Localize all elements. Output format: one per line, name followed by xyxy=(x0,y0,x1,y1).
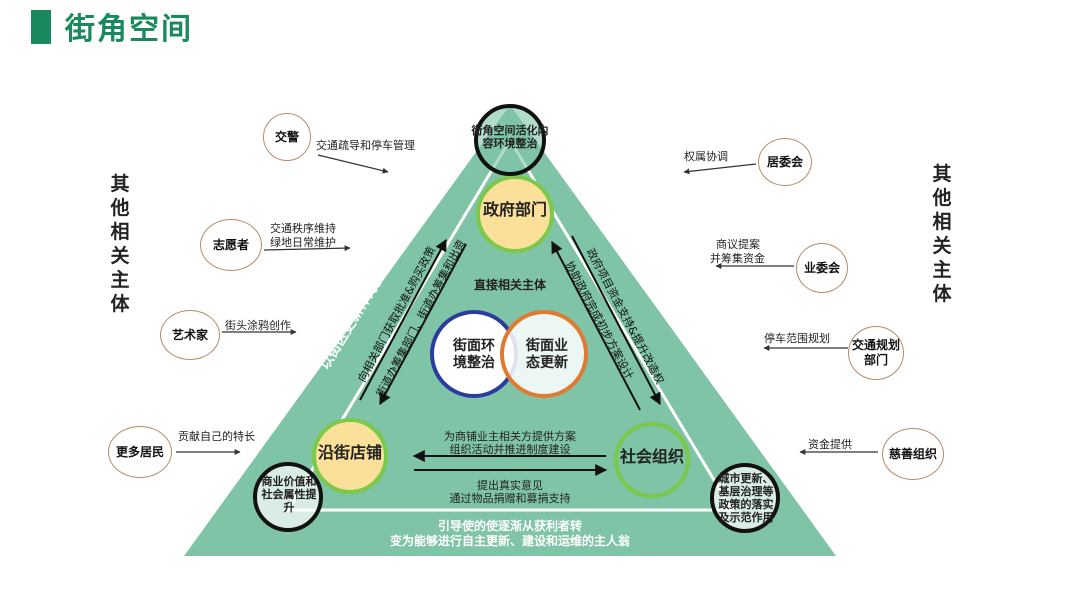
apex-node xyxy=(474,104,546,176)
bottom-edge-text-2: 变为能够进行自主更新、建设和运维的主人翁 xyxy=(389,534,630,548)
ext-note-owners-committee-1: 商议提案 xyxy=(716,238,760,251)
label-social-shop-1: 提出真实意见 xyxy=(477,479,543,492)
triangle-inner-border xyxy=(285,137,735,512)
ext-node-traffic-planning: 交通规划部门 xyxy=(848,326,904,380)
center-label: 直接相关主体 xyxy=(473,278,546,292)
arrow-gov-shop-1 xyxy=(359,238,447,401)
ext-note-volunteer-2: 绿地日常维护 xyxy=(270,236,336,249)
biz-node xyxy=(500,310,588,398)
label-social-shop-2: 通过物品捐赠和募捐支持 xyxy=(449,492,571,505)
ext-note-traffic-planning: 停车范围规划 xyxy=(764,332,830,345)
bottom-right-text: 城市更新、基层治理等政策的落实及示范作用 xyxy=(718,472,774,524)
ext-note-artist: 街头涂鸦创作 xyxy=(225,319,291,332)
bottom-left-node xyxy=(253,462,323,532)
label-shop-social-1: 为商铺业主相关方提供方案 xyxy=(444,430,576,443)
env-label: 街面环境整治 xyxy=(453,338,495,371)
arrow-gov-social-2 xyxy=(551,240,641,411)
gov-node xyxy=(476,175,554,253)
biz-label: 街面业态更新 xyxy=(526,338,568,371)
bottom-right-node xyxy=(710,463,780,533)
ext-note-volunteer-1: 交通秩序维持 xyxy=(270,222,336,235)
ext-node-owners-committee: 业委会 xyxy=(796,243,848,293)
ext-note-traffic-police: 交通疏导和停车管理 xyxy=(316,139,415,152)
ext-node-charity: 慈善组织 xyxy=(882,428,944,480)
bottom-edge-text-1: 引导使的使逐渐从获利者转 xyxy=(437,519,582,533)
shop-node xyxy=(312,418,388,494)
bottom-left-text: 商业价值和社会属性提升 xyxy=(261,475,317,514)
social-label: 社会组织 xyxy=(619,447,684,466)
apex-text: 街角空间活化内容环境整治 xyxy=(471,124,549,150)
label-shop-social-2: 组织活动并推进制度建设 xyxy=(449,443,571,456)
right-side-label: 其他相关主体 xyxy=(932,163,952,305)
ext-node-neighborhood-committee: 居委会 xyxy=(758,138,812,186)
ext-note-residents: 贡献自己的特长 xyxy=(178,430,255,443)
social-node xyxy=(614,422,690,498)
ext-note-owners-committee-2: 并筹集资金 xyxy=(710,252,765,265)
ext-note-charity: 资金提供 xyxy=(808,438,852,451)
ext-node-residents: 更多居民 xyxy=(108,426,172,478)
left-side-label: 其他相关主体 xyxy=(110,173,130,315)
ext-node-artist: 艺术家 xyxy=(160,310,220,360)
page-title: 街角空间 xyxy=(65,12,193,47)
arrow-gov-social-1 xyxy=(571,235,661,406)
ext-note-neighborhood-committee: 权属协调 xyxy=(684,150,728,163)
shop-label: 沿街店铺 xyxy=(317,443,382,462)
arrow-gov-shop-2 xyxy=(379,243,467,406)
ext-node-volunteer: 志愿者 xyxy=(200,219,262,271)
gov-label: 政府部门 xyxy=(482,200,547,219)
title-accent-bar xyxy=(31,10,51,44)
ext-node-traffic-police: 交警 xyxy=(263,113,311,161)
